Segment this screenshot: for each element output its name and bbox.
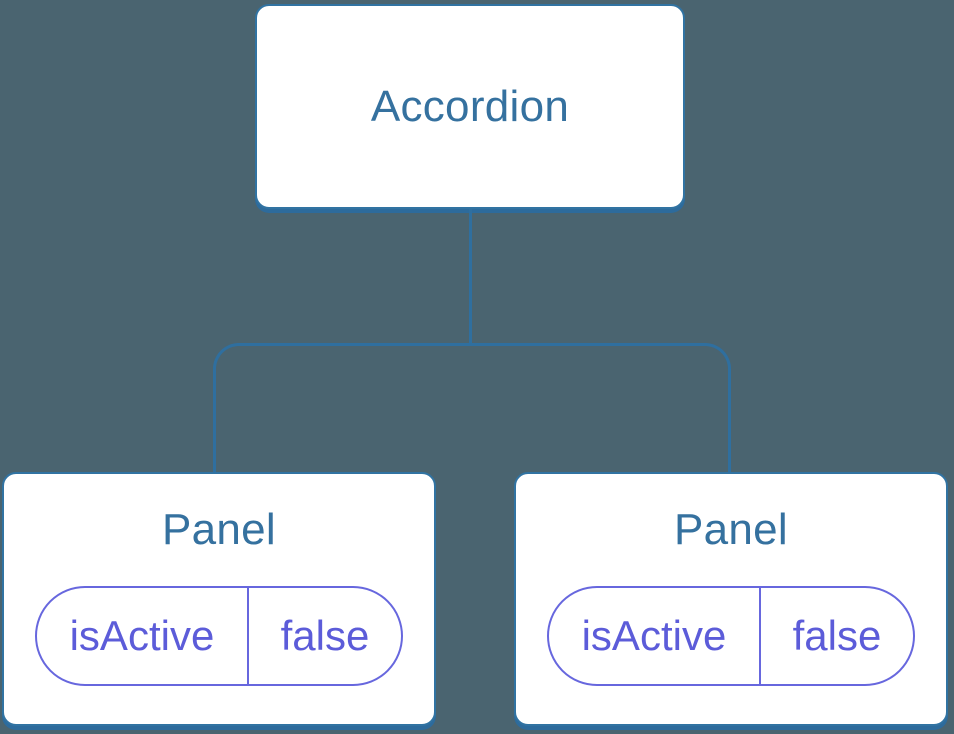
tree-node-panel-right: Panel isActive false (514, 472, 948, 726)
connector-bracket (213, 343, 731, 472)
tree-node-panel-left: Panel isActive false (2, 472, 436, 726)
node-label: Panel (161, 505, 277, 554)
state-value: false (792, 612, 882, 659)
state-pill: isActive false (35, 586, 403, 686)
node-label: Panel (673, 505, 789, 554)
state-pill: isActive false (547, 586, 915, 686)
connector-stem (469, 209, 472, 346)
node-label: Accordion (370, 81, 570, 131)
state-key: isActive (37, 588, 249, 684)
tree-node-accordion: Accordion (255, 4, 685, 209)
state-value: false (280, 612, 370, 659)
state-key: isActive (549, 588, 761, 684)
